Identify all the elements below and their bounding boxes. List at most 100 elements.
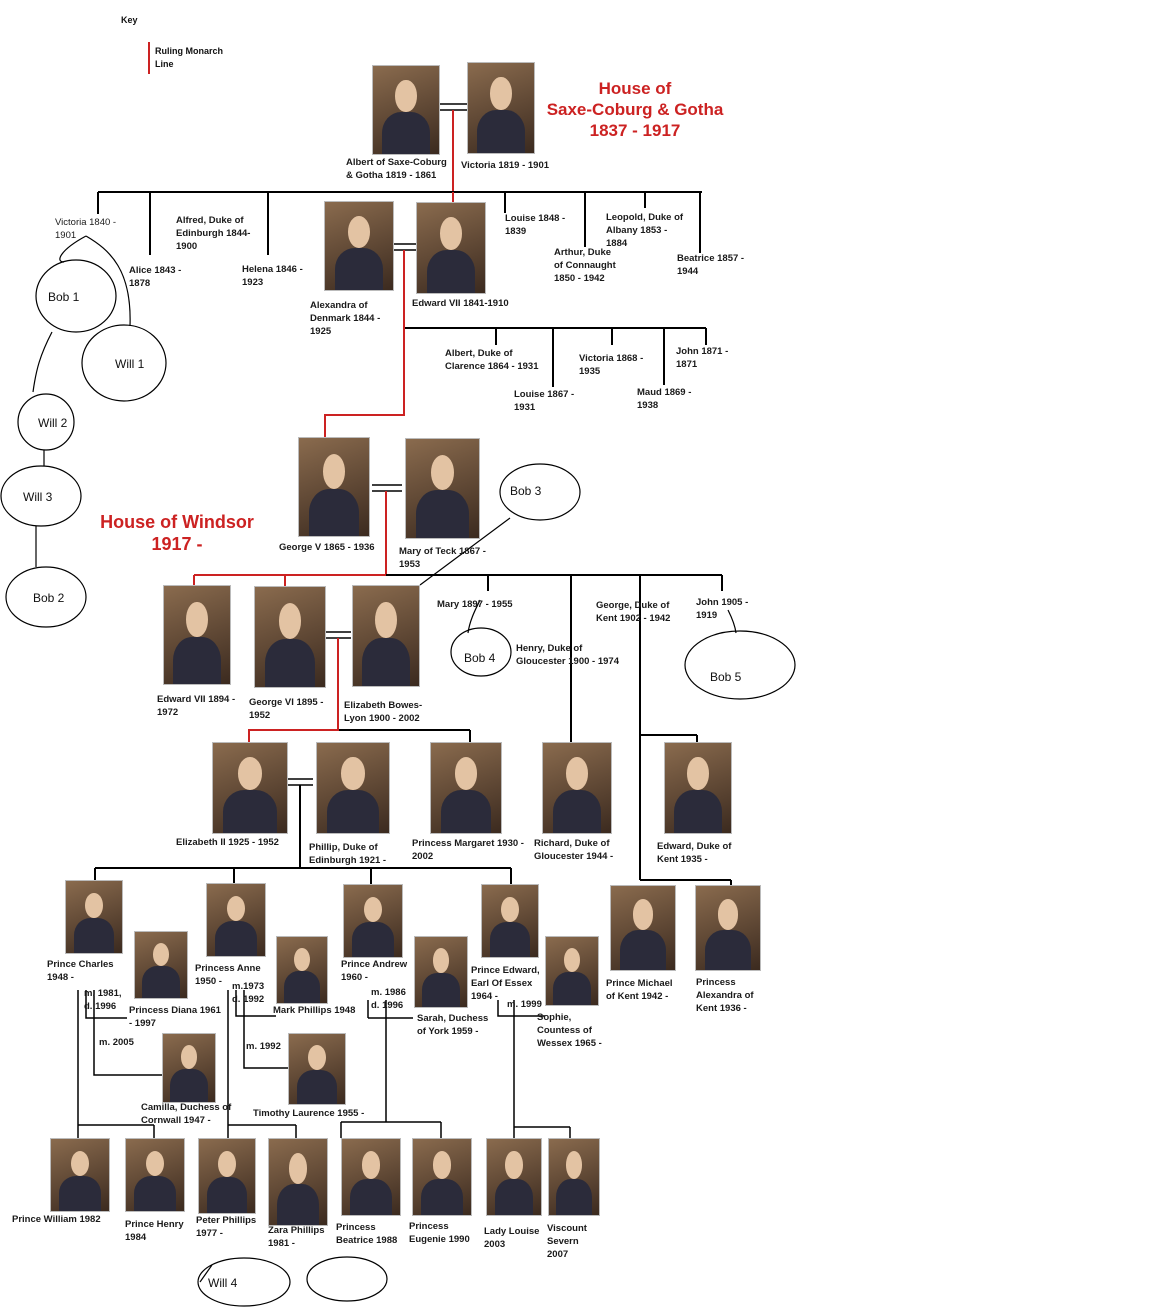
marriage-note-anne-timothy: m. 1992 xyxy=(246,1041,281,1052)
portrait-peter xyxy=(198,1138,256,1214)
label-mark-phillips: Mark Phillips 1948 xyxy=(273,1005,356,1016)
blank-circle xyxy=(306,1256,388,1302)
label-charles: Prince Charles 1948 - xyxy=(47,959,114,983)
children-drops-victoria xyxy=(97,192,701,255)
label-andrew: Prince Andrew 1960 - xyxy=(341,959,408,983)
label-mary-1897: Mary 1897 - 1955 xyxy=(437,599,513,610)
label-john-1871: John 1871 - 1871 xyxy=(676,346,729,370)
note-bob2: Bob 2 xyxy=(33,591,65,605)
label-victoria: Victoria 1819 - 1901 xyxy=(461,160,550,171)
label-margaret: Princess Margaret 1930 - 2002 xyxy=(412,838,524,862)
portrait-eugenie xyxy=(412,1138,472,1216)
label-alfred: Alfred, Duke of Edinburgh 1844-1900 xyxy=(176,215,251,252)
label-diana: Princess Diana 1961 - 1997 xyxy=(129,1005,221,1029)
marriage-note-charles-diana: m. 1981, d. 1996 xyxy=(84,988,122,1012)
label-sophie: Sophie, Countess of Wessex 1965 - xyxy=(537,1012,602,1049)
portrait-phillip xyxy=(316,742,390,834)
hand-drawn-annotations xyxy=(0,235,796,1307)
label-anne: Princess Anne 1950 - xyxy=(195,963,261,987)
monarch-line-edward-vii xyxy=(324,250,405,438)
portrait-camilla xyxy=(162,1033,216,1103)
portrait-timothy xyxy=(288,1033,346,1105)
bob4-circle xyxy=(450,627,512,677)
label-louise-2003: Lady Louise 2003 xyxy=(484,1226,540,1250)
bob5-circle xyxy=(684,630,796,700)
marriage-george-vi-elizabeth xyxy=(326,631,351,639)
grandchildren-connectors xyxy=(77,990,571,1138)
portrait-mary-teck xyxy=(405,438,480,539)
note-bob4: Bob 4 xyxy=(464,651,496,665)
label-john-1905: John 1905 - 1919 xyxy=(696,597,749,621)
portrait-henry xyxy=(125,1138,185,1212)
marriage-note-anne-mark: m.1973 d. 1992 xyxy=(232,981,265,1005)
portrait-edward-viii xyxy=(163,585,231,685)
label-george-kent: George, Duke of Kent 1902 - 1942 xyxy=(596,600,671,624)
label-george-vi: George VI 1895 - 1952 xyxy=(249,697,324,721)
house-saxe-line3: 1837 - 1917 xyxy=(589,121,681,140)
label-alice: Alice 1843 - 1878 xyxy=(129,265,182,289)
label-helena: Helena 1846 - 1923 xyxy=(242,264,303,288)
portrait-richard xyxy=(542,742,612,834)
label-zara: Zara Phillips 1981 - xyxy=(268,1225,325,1249)
key-ruling-line-label: Ruling Monarch Line xyxy=(155,46,223,69)
portrait-beatrice xyxy=(341,1138,401,1216)
label-victoria-1840: Victoria 1840 - 1901 xyxy=(55,217,117,241)
label-elizabeth-ii: Elizabeth II 1925 - 1952 xyxy=(176,837,279,848)
label-edward-essex: Prince Edward, Earl Of Essex 1964 - xyxy=(471,965,540,1002)
portrait-albert xyxy=(372,65,440,155)
label-leopold: Leopold, Duke of Albany 1853 - 1884 xyxy=(606,212,684,249)
label-beatrice: Princess Beatrice 1988 xyxy=(336,1222,398,1246)
marriage-note-charles-camilla: m. 2005 xyxy=(99,1037,134,1048)
will3-circle xyxy=(0,465,82,527)
portrait-zara xyxy=(268,1138,328,1226)
children-drops-elizabeth-ii xyxy=(94,868,512,884)
label-michael: Prince Michael of Kent 1942 - xyxy=(606,978,673,1002)
portrait-george-vi xyxy=(254,586,326,688)
portrait-elizabeth-ii xyxy=(212,742,288,834)
label-alexandra-kent: Princess Alexandra of Kent 1936 - xyxy=(696,977,754,1014)
portrait-edward-essex xyxy=(481,884,539,958)
house-windsor-line1: House of Windsor xyxy=(100,512,254,532)
label-severn: Viscount Severn 2007 xyxy=(547,1223,587,1260)
marriage-note-andrew-sarah: m. 1986 d. 1996 xyxy=(371,987,406,1011)
label-elizabeth-bowes-lyon: Elizabeth Bowes-Lyon 1900 - 2002 xyxy=(344,700,423,724)
portrait-charles xyxy=(65,880,123,954)
house-windsor-line2: 1917 - xyxy=(151,534,203,554)
portrait-edward-kent xyxy=(664,742,732,834)
label-edward-viii: Edward VII 1894 - 1972 xyxy=(157,694,236,718)
portrait-mark-phillips xyxy=(276,936,328,1004)
portrait-sarah xyxy=(414,936,468,1008)
label-edward-kent: Edward, Duke of Kent 1935 - xyxy=(657,841,732,865)
note-bob1: Bob 1 xyxy=(48,290,80,304)
note-bob3: Bob 3 xyxy=(510,484,542,498)
note-will1: Will 1 xyxy=(115,357,145,371)
label-richard: Richard, Duke of Gloucester 1944 - xyxy=(534,838,614,862)
house-saxe-coburg-title: House of Saxe-Coburg & Gotha 1837 - 1917 xyxy=(545,78,725,141)
house-saxe-line1: House of xyxy=(598,79,672,98)
portrait-william xyxy=(50,1138,110,1212)
label-alexandra: Alexandra of Denmark 1844 - 1925 xyxy=(310,300,381,337)
label-mary-teck: Mary of Teck 1867 - 1953 xyxy=(399,546,486,570)
marriage-edward-alexandra xyxy=(393,243,416,251)
bob3-circle xyxy=(499,463,581,521)
will2-circle xyxy=(17,393,75,451)
label-phillip: Phillip, Duke of Edinburgh 1921 - xyxy=(309,842,387,866)
label-albert-clarence: Albert, Duke of Clarence 1864 - 1931 xyxy=(445,348,539,372)
marriage-elizabeth-phillip xyxy=(288,778,313,786)
marriage-note-edward-sophie: m. 1999 xyxy=(507,999,542,1010)
note-will2: Will 2 xyxy=(38,416,68,430)
portrait-andrew xyxy=(343,884,403,958)
label-albert: Albert of Saxe-Coburg & Gotha 1819 - 186… xyxy=(346,157,447,181)
portrait-anne xyxy=(206,883,266,957)
label-camilla: Camilla, Duchess of Cornwall 1947 - xyxy=(141,1102,232,1126)
house-windsor-title: House of Windsor 1917 - xyxy=(92,511,262,555)
bob1-circle xyxy=(35,259,117,333)
label-peter: Peter Phillips 1977 - xyxy=(196,1215,257,1239)
house-saxe-line2: Saxe-Coburg & Gotha xyxy=(546,100,724,119)
will1-circle xyxy=(81,324,167,402)
label-george-v: George V 1865 - 1936 xyxy=(279,542,375,553)
portrait-diana xyxy=(134,931,188,999)
label-eugenie: Princess Eugenie 1990 xyxy=(409,1221,470,1245)
label-louise-1867: Louise 1867 - 1931 xyxy=(514,389,575,413)
monarch-line-george-vi xyxy=(248,638,339,742)
